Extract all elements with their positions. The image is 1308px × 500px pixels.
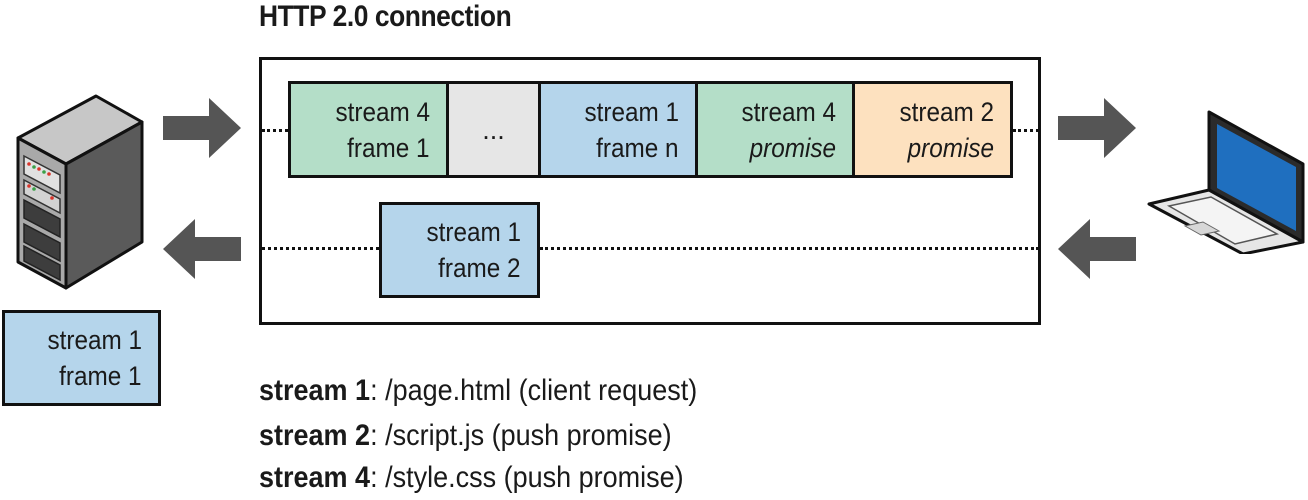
frame-detail-label: frame 1 [347, 132, 430, 163]
top-stream-line-left [262, 129, 288, 132]
frame-detail-label: promise [749, 132, 836, 163]
frame-stream-label: stream 2 [899, 96, 994, 127]
arrow-left-icon [163, 219, 241, 279]
frame-detail-label: frame n [596, 132, 679, 163]
frame-stream-label: stream 1 [584, 96, 679, 127]
frame-stream4-promise: stream 4 promise [695, 81, 855, 178]
ellipsis-label: ... [482, 114, 505, 145]
legend-stream-name: stream 4 [259, 461, 371, 494]
legend-description: : /page.html (client request) [370, 374, 698, 407]
bottom-stream-line-right [540, 247, 1039, 250]
http2-connection-box [259, 57, 1041, 325]
legend-description: : /style.css (push promise) [370, 461, 684, 494]
laptop-icon [1147, 110, 1305, 254]
frame-placeholder-ellipsis: ... [446, 81, 541, 178]
frame-stream4-frame1: stream 4 frame 1 [288, 81, 449, 178]
arrow-left-icon [1058, 219, 1136, 279]
frame-detail-label: frame 1 [59, 361, 142, 391]
frame-detail-label: frame 2 [438, 253, 521, 283]
legend-stream-name: stream 2 [259, 419, 371, 452]
frame-detail-label: promise [907, 132, 994, 163]
server-queued-frame: stream 1 frame 1 [2, 310, 161, 406]
diagram-title: HTTP 2.0 connection [259, 0, 512, 33]
frame-stream-label: stream 4 [741, 96, 836, 127]
frame-stream-label: stream 1 [47, 325, 142, 355]
legend-line-stream4: stream 4: /style.css (push promise) [259, 456, 684, 500]
frame-stream-label: stream 4 [335, 96, 430, 127]
frame-stream2-promise: stream 2 promise [852, 81, 1013, 178]
legend-line-stream1: stream 1: /page.html (client request) [259, 369, 697, 413]
frame-stream1-framen: stream 1 frame n [538, 81, 698, 178]
legend-stream-name: stream 1 [259, 374, 371, 407]
server-icon [16, 94, 144, 290]
bottom-stream-line-left [262, 247, 379, 250]
legend-description: : /script.js (push promise) [370, 419, 672, 452]
frame-stream1-frame2: stream 1 frame 2 [379, 202, 540, 298]
arrow-right-icon [1058, 98, 1136, 158]
arrow-right-icon [163, 98, 241, 158]
top-stream-line-right [1013, 129, 1039, 132]
legend-line-stream2: stream 2: /script.js (push promise) [259, 414, 672, 458]
frame-stream-label: stream 1 [426, 217, 521, 247]
